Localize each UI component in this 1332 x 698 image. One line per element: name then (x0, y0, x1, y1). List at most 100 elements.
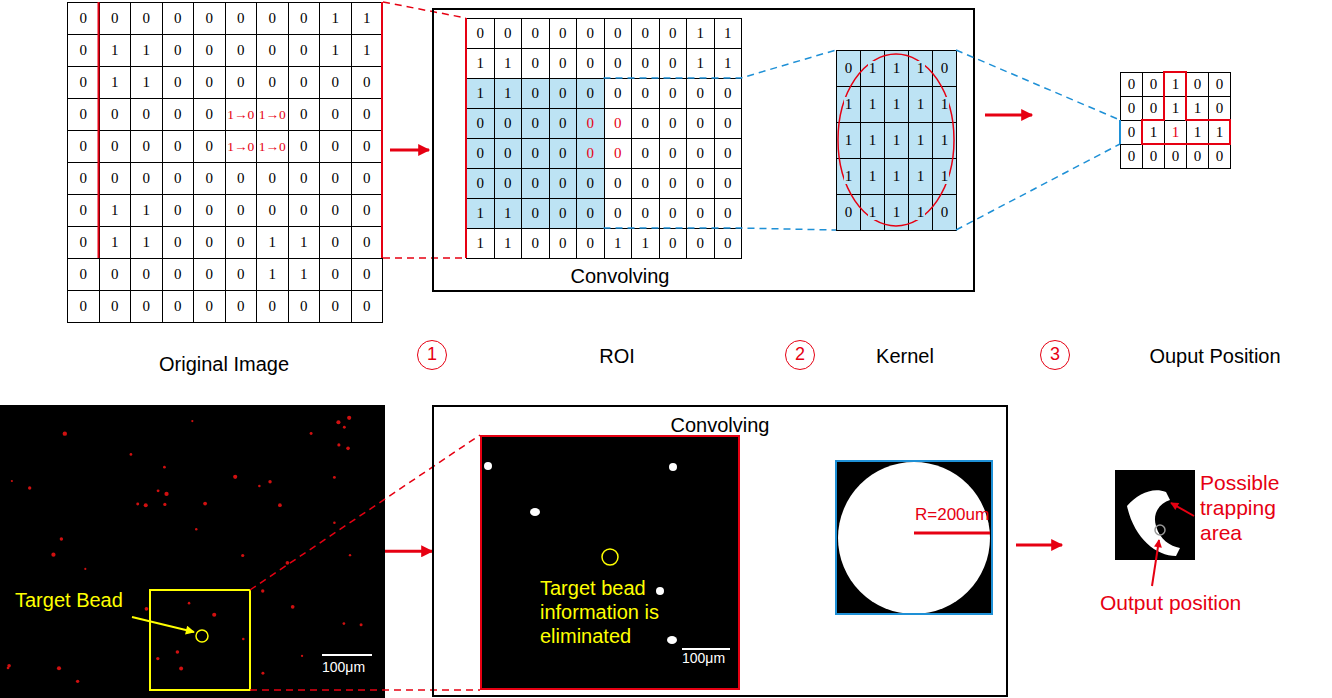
bead-dot (163, 503, 166, 506)
bead-dot (203, 502, 207, 506)
table-cell: 0 (604, 108, 633, 139)
cell-value: 1 (892, 97, 902, 112)
cell-value: 0 (668, 86, 678, 101)
table-cell: 0 (351, 130, 384, 163)
cell-value: 0 (79, 171, 89, 186)
table-cell: 1 (99, 34, 132, 67)
table-cell: 1 (256, 258, 289, 291)
table-cell: 1→0 (225, 130, 258, 163)
table-cell: 0 (319, 130, 352, 163)
cell-value: 0 (613, 206, 623, 221)
step-circle: 3 (1040, 340, 1070, 370)
zoom-line (383, 2, 466, 18)
table-cell: 0 (659, 168, 688, 199)
cell-value: 0 (476, 176, 486, 191)
cell-value: 0 (586, 116, 596, 131)
table-cell: 0 (549, 108, 578, 139)
bead-dot (28, 486, 31, 489)
cell-value: 0 (299, 299, 309, 314)
scale-bar (682, 648, 730, 650)
cell-value: 0 (1215, 149, 1225, 164)
output-image (1115, 470, 1195, 560)
annotation: Target Bead (15, 588, 123, 612)
table-cell: 0 (576, 18, 605, 49)
table-cell: 0 (288, 98, 321, 131)
cell-value: 1 (916, 133, 926, 148)
table-cell: 0 (130, 290, 163, 323)
bead-dot (195, 528, 197, 530)
table-cell: 1 (860, 158, 885, 195)
cell-value: 1 (641, 236, 651, 251)
bead-dot (163, 466, 166, 469)
cell-value: 0 (723, 146, 733, 161)
flow-arrow (1016, 544, 1062, 547)
bead-dot (164, 492, 168, 496)
table-cell: 1 (714, 48, 743, 79)
cell-value: 0 (331, 203, 341, 218)
radius-label: R=200um (915, 505, 989, 525)
cell-value: 0 (205, 235, 215, 250)
bead-blob (669, 463, 677, 471)
table-cell: 1 (631, 228, 660, 259)
table-cell: 0 (193, 34, 226, 67)
cell-value: 0 (79, 139, 89, 154)
cell-value: 1 (142, 235, 152, 250)
cell-value: 0 (1193, 149, 1203, 164)
bead-dot (261, 589, 264, 592)
table-cell: 0 (162, 98, 195, 131)
table-cell: 1 (99, 66, 132, 99)
table-cell: 0 (225, 226, 258, 259)
flow-arrow (385, 550, 432, 553)
cell-value: 1 (940, 169, 950, 184)
cell-value: 0 (531, 176, 541, 191)
table-cell: 0 (319, 66, 352, 99)
table-cell: 1 (1164, 96, 1187, 121)
table-cell: 1 (466, 48, 495, 79)
cell-value: 0 (110, 171, 120, 186)
bead-dot (241, 554, 244, 557)
bead-dot (156, 657, 159, 660)
table-cell: 1 (319, 34, 352, 67)
table-cell: 0 (256, 2, 289, 35)
table-cell: 0 (225, 2, 258, 35)
cell-value: 1→0 (258, 140, 287, 154)
cell-value: 1 (868, 205, 878, 220)
text-slot: Convolving (434, 413, 1006, 437)
panel-caption: Ouput Position (1149, 344, 1280, 368)
cell-value: 0 (586, 146, 596, 161)
table-cell: 1 (884, 50, 909, 87)
bead-dot (349, 554, 351, 556)
table-cell: 0 (319, 226, 352, 259)
table-cell: 0 (162, 194, 195, 227)
cell-value: 1 (503, 86, 513, 101)
cell-value: 0 (173, 299, 183, 314)
step-number: 3 (1050, 344, 1060, 366)
label-holder: Output position (1100, 590, 1320, 615)
bead-dot (337, 443, 340, 446)
zoom-line (604, 50, 837, 78)
table-cell: 0 (256, 66, 289, 99)
cell-value: 0 (236, 235, 246, 250)
cell-value: 0 (173, 139, 183, 154)
cell-value: 0 (236, 267, 246, 282)
table-cell: 0 (67, 34, 100, 67)
table-cell: 0 (576, 198, 605, 229)
table-cell: 0 (288, 130, 321, 163)
bead-dot (343, 426, 346, 429)
cell-value: 0 (173, 235, 183, 250)
table-cell: 0 (351, 98, 384, 131)
table-cell: 0 (686, 108, 715, 139)
cell-value: 0 (236, 299, 246, 314)
cell-value: 0 (1215, 101, 1225, 116)
table-cell: 1 (130, 34, 163, 67)
cell-value: 0 (331, 299, 341, 314)
cell-value: 0 (299, 203, 309, 218)
cell-value: 0 (142, 299, 152, 314)
table-cell: 0 (604, 138, 633, 169)
roi-bound (381, 2, 383, 258)
table-cell: 0 (836, 50, 861, 87)
cell-value: 0 (613, 146, 623, 161)
text-slot: Target Bead (15, 588, 145, 612)
bead-dot (343, 622, 346, 625)
